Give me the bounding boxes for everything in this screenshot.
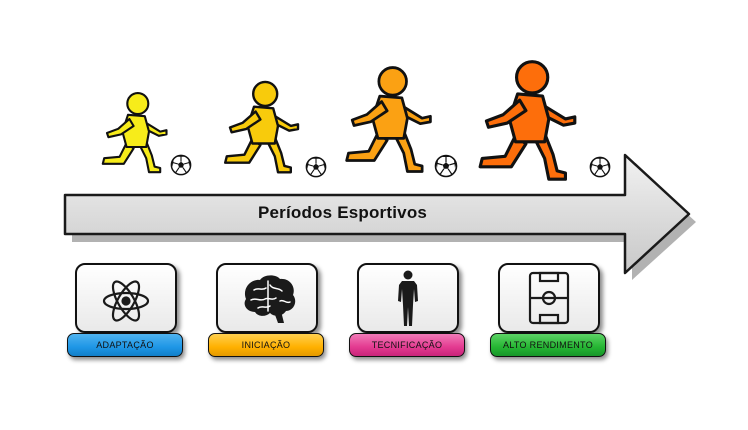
stage-card-adaptacao [75, 263, 177, 333]
player-icon [478, 60, 577, 181]
player-icon [101, 92, 168, 174]
stage-card-tecnificacao [357, 263, 459, 333]
stage-label-iniciacao: INICIAÇÃO [208, 333, 324, 357]
stage-label-tecnificacao: TECNIFICAÇÃO [349, 333, 465, 357]
soccer-ball-icon [305, 156, 327, 178]
stage-card-alto-rendimento [498, 263, 600, 333]
soccer-ball-icon [589, 156, 611, 178]
atom-icon [102, 280, 150, 322]
football-field-icon [528, 271, 570, 325]
arrow-label: Períodos Esportivos [257, 203, 428, 222]
player-icon [345, 66, 432, 173]
stage-label-adaptacao: ADAPTAÇÃO [67, 333, 183, 357]
soccer-ball-icon [434, 154, 458, 178]
human-body-icon [398, 270, 418, 326]
stage-card-iniciacao [216, 263, 318, 333]
stage-label-alto-rendimento: ALTO RENDIMENTO [490, 333, 606, 357]
brain-icon [244, 275, 296, 323]
player-icon [224, 80, 300, 174]
soccer-ball-icon [170, 154, 192, 176]
